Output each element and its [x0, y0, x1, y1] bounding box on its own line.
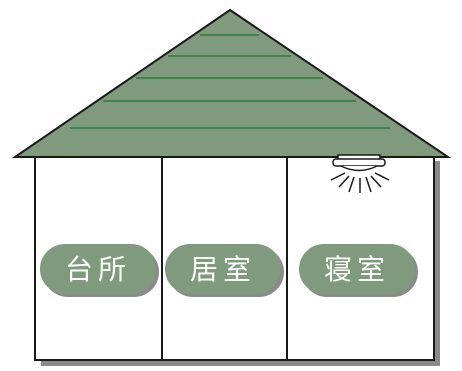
- roof-shingle-lines: [70, 34, 390, 129]
- room-label-bedroom: 寝室: [299, 244, 418, 297]
- label-pill: [40, 244, 156, 294]
- label-pill: [165, 244, 281, 294]
- room-label-text: 寝室: [324, 253, 390, 286]
- room-label-text: 居室: [190, 253, 256, 286]
- room-label-living-room: 居室: [165, 244, 284, 297]
- smoke-detector-rays: [330, 172, 390, 193]
- label-pill: [299, 244, 415, 294]
- roof: [11, 8, 452, 158]
- smoke-detector-icon: [330, 154, 390, 193]
- room-label-kitchen: 台所: [40, 244, 159, 297]
- room-label-text: 台所: [65, 253, 131, 286]
